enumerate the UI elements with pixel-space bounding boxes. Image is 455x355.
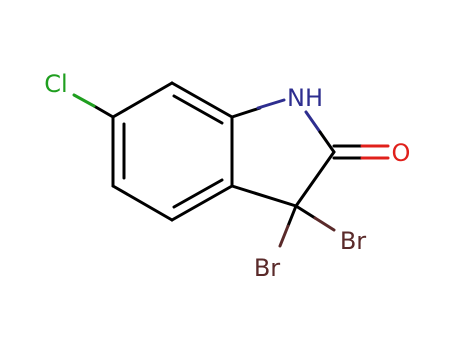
atom-label-chlorine: Cl	[44, 70, 67, 98]
atom-label-bromine-right: Br	[340, 227, 366, 255]
bond-inner-c3-c4	[172, 178, 224, 209]
atom-label-bromine-left: Br	[254, 254, 280, 282]
bond-c1-c2	[170, 81, 234, 119]
bond-c3-c4	[170, 184, 234, 222]
bond-n-ccarbonyl	[318, 130, 336, 154]
bond-cbr2-br-left	[286, 204, 298, 228]
bond-cbr2-br-right-colored	[313, 216, 336, 232]
bond-c6-cl-colored	[72, 93, 96, 108]
bond-c2-n-colored	[256, 98, 286, 110]
atom-label-amine: NH	[287, 84, 323, 112]
bond-c6-cl	[92, 104, 115, 119]
bond-inner-c1-c2	[172, 94, 224, 125]
bond-cbr2-br-right	[294, 204, 317, 220]
bond-c6-c1	[111, 81, 174, 119]
bond-cbr2-br-left-colored	[278, 224, 290, 248]
bond-c3-cbr2	[230, 184, 298, 208]
bond-c2-n	[230, 106, 262, 119]
bond-group	[111, 81, 364, 222]
bond-n-ccarbonyl-colored	[304, 110, 322, 134]
bond-cbr2-ccarbonyl	[294, 150, 336, 208]
bond-c4-c5	[111, 184, 174, 222]
atom-label-oxygen: O	[392, 139, 411, 167]
